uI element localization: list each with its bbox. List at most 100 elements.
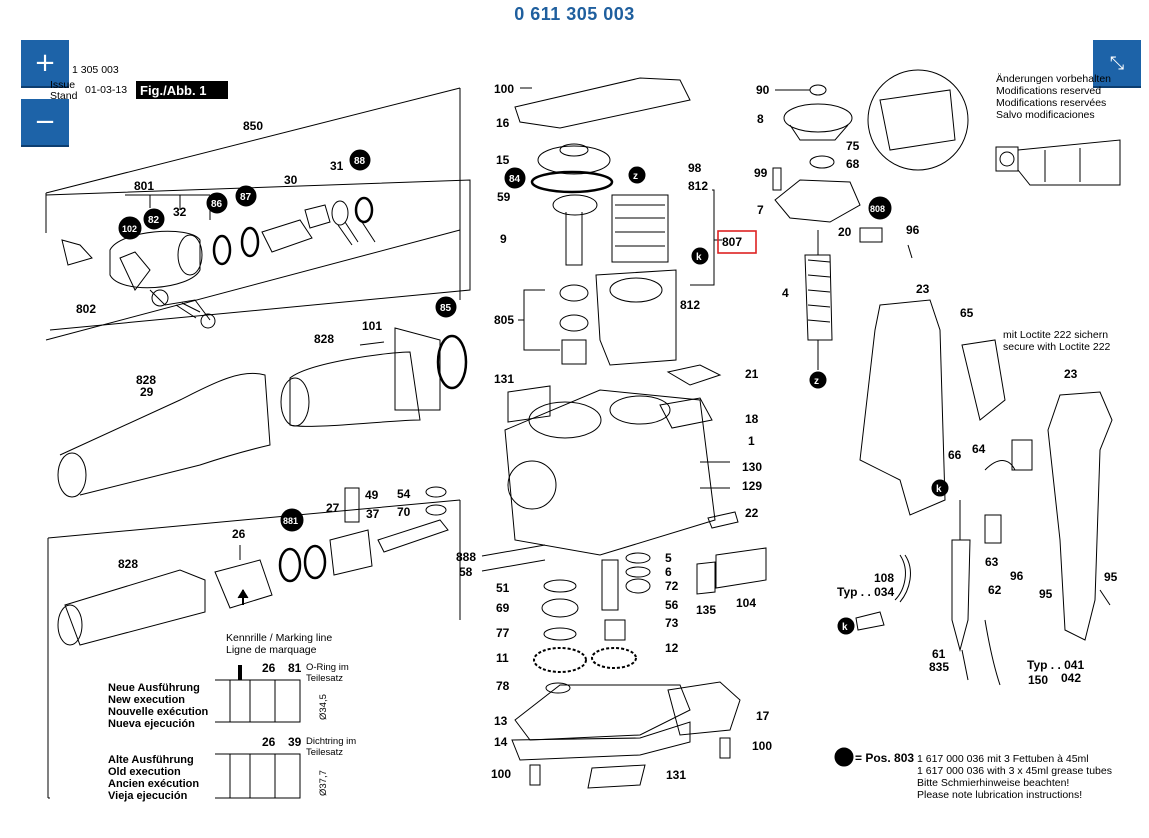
part-23-b: 23 (1064, 367, 1078, 381)
part-805: 805 (494, 313, 514, 327)
part-99: 99 (754, 166, 768, 180)
dichtring-note-1: Dichtring im (306, 736, 356, 747)
oring-note-1: O-Ring im (306, 662, 349, 673)
part-90: 90 (756, 83, 770, 97)
part-15: 15 (496, 153, 510, 167)
changes-en: Modifications reserved (996, 85, 1101, 97)
part-100-b: 100 (752, 739, 772, 753)
part-7: 7 (757, 203, 764, 217)
part-30: 30 (284, 173, 298, 187)
new-exec-de: Neue Ausführung (108, 682, 200, 694)
new-exec-en: New execution (108, 694, 185, 706)
part-1: 1 (748, 434, 755, 448)
fullscreen-button[interactable]: ⤡ (1093, 40, 1141, 88)
part-61: 61 (932, 647, 946, 661)
part-87: 87 (240, 192, 252, 203)
part-23-a: 23 (916, 282, 930, 296)
part-70: 70 (397, 505, 411, 519)
part-z-marker: z (633, 171, 638, 182)
part-69: 69 (496, 601, 510, 615)
part-z-marker-2: z (814, 376, 819, 387)
old-exec-es: Vieja ejecución (108, 790, 188, 802)
part-9: 9 (500, 232, 507, 246)
part-82: 82 (148, 215, 160, 226)
part-78: 78 (496, 679, 510, 693)
part-84: 84 (509, 174, 521, 185)
grease-line-2: 1 617 000 036 with 3 x 45ml grease tubes (917, 765, 1112, 777)
grease-line-4: Please note lubrication instructions! (917, 789, 1082, 801)
part-72: 72 (665, 579, 679, 593)
callout-807-highlight (717, 230, 757, 254)
part-812-b: 812 (680, 298, 700, 312)
part-18: 18 (745, 412, 759, 426)
typ-042: 042 (1061, 671, 1081, 685)
meta-date: 01-03-13 (85, 84, 127, 96)
part-81: 81 (288, 661, 302, 675)
part-130: 130 (742, 460, 762, 474)
zoom-in-button[interactable]: + (21, 40, 69, 88)
part-888: 888 (456, 550, 476, 564)
part-66: 66 (948, 448, 962, 462)
part-29: 29 (140, 385, 154, 399)
part-828-b: 828 (136, 373, 156, 387)
part-881: 881 (283, 516, 298, 526)
part-96-a: 96 (906, 223, 920, 237)
changes-fr: Modifications reservées (996, 97, 1106, 109)
part-96-b: 96 (1010, 569, 1024, 583)
oring-note-2: Teilesatz (306, 673, 343, 684)
part-812-a: 812 (688, 179, 708, 193)
part-17: 17 (756, 709, 770, 723)
part-86: 86 (211, 199, 223, 210)
part-64: 64 (972, 442, 986, 456)
part-12: 12 (665, 641, 679, 655)
grease-pos: = Pos. 803 (855, 751, 914, 765)
marking-line-1: Kennrille / Marking line (226, 632, 332, 644)
part-129: 129 (742, 479, 762, 493)
part-14: 14 (494, 735, 508, 749)
old-exec-en: Old execution (108, 766, 181, 778)
part-802: 802 (76, 302, 96, 316)
part-31: 31 (330, 159, 344, 173)
loctite-en: secure with Loctite 222 (1003, 341, 1111, 353)
meta-part-no: 1 305 003 (72, 64, 119, 76)
old-exec-fr: Ancien exécution (108, 778, 199, 790)
part-26-c: 26 (262, 735, 276, 749)
part-131-a: 131 (494, 372, 514, 386)
part-95-a: 95 (1039, 587, 1053, 601)
part-54: 54 (397, 487, 411, 501)
part-68: 68 (846, 157, 860, 171)
changes-de: Änderungen vorbehalten (996, 73, 1111, 85)
part-100-c: 100 (491, 767, 511, 781)
part-63: 63 (985, 555, 999, 569)
part-807: 807 (722, 235, 742, 249)
typ-034: Typ . . 034 (837, 585, 894, 599)
zoom-out-button[interactable]: − (21, 99, 69, 147)
grease-line-3: Bitte Schmierhinweise beachten! (917, 777, 1069, 789)
page-title: 0 611 305 003 (514, 4, 635, 24)
changes-es: Salvo modificaciones (996, 109, 1095, 121)
part-801: 801 (134, 179, 154, 193)
part-150: 150 (1028, 673, 1048, 687)
part-20: 20 (838, 225, 852, 239)
part-95-b: 95 (1104, 570, 1118, 584)
part-k-marker-2: k (936, 484, 942, 495)
part-108: 108 (874, 571, 894, 585)
part-77: 77 (496, 626, 510, 640)
part-73: 73 (665, 616, 679, 630)
part-37: 37 (366, 507, 380, 521)
part-85: 85 (440, 303, 452, 314)
part-27: 27 (326, 501, 340, 515)
part-101: 101 (362, 319, 382, 333)
part-32: 32 (173, 205, 187, 219)
part-808: 808 (870, 204, 885, 214)
part-58: 58 (459, 565, 473, 579)
part-75: 75 (846, 139, 860, 153)
new-exec-es: Nueva ejecución (108, 718, 195, 730)
part-8: 8 (757, 112, 764, 126)
figure-label: Fig./Abb. 1 (140, 83, 206, 98)
part-k-marker-3: k (842, 622, 848, 633)
part-65: 65 (960, 306, 974, 320)
part-828-c: 828 (118, 557, 138, 571)
part-828-a: 828 (314, 332, 334, 346)
part-56: 56 (665, 598, 679, 612)
